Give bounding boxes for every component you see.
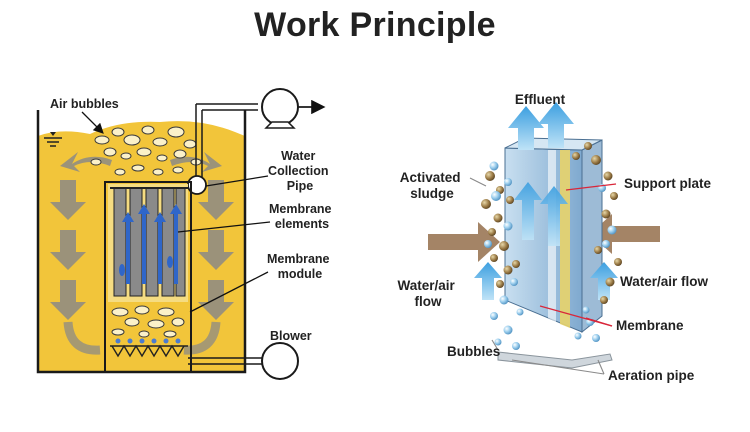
left-inflow-arrow [428, 222, 500, 262]
water-level-symbol [44, 132, 62, 147]
membrane-module-frame [104, 181, 192, 373]
right-membrane-3d-diagram: Effluent Activated sludge Support plate … [397, 92, 711, 383]
gray-leader-lines [469, 177, 605, 375]
left-mbr-tank-diagram: Air bubbles Water Collection Pipe Membra… [36, 88, 335, 380]
pump-icon [261, 88, 299, 126]
label-membrane-elements: Membrane elements [269, 202, 335, 231]
plate-flow-arrows [514, 182, 568, 246]
blower-pipe [188, 357, 262, 365]
membrane-blue-flow-arrows [119, 204, 182, 284]
label-water-air-flow-left: Water/air flow [397, 278, 458, 309]
aeration-pipe-shape [497, 351, 613, 369]
left-leader-lines [81, 111, 271, 313]
effluent-arrows [508, 102, 574, 150]
right-leader-lines [539, 183, 617, 327]
support-plate-stripe [560, 150, 570, 328]
label-air-bubbles: Air bubbles [50, 97, 119, 111]
label-membrane: Membrane [616, 318, 684, 333]
label-blower: Blower [270, 329, 312, 343]
label-effluent: Effluent [515, 92, 566, 107]
label-activated-sludge: Activated sludge [400, 170, 465, 201]
blower-icon [261, 342, 299, 380]
top-air-bubbles [90, 125, 202, 176]
circulation-arrows-right [198, 180, 234, 320]
label-water-collection-pipe: Water Collection Pipe [268, 149, 332, 193]
label-bubbles: Bubbles [447, 344, 500, 359]
label-water-air-flow-right: Water/air flow [620, 274, 709, 289]
label-membrane-module: Membrane module [267, 252, 333, 281]
aerator-diffuser [110, 338, 188, 358]
activated-sludge-particles [481, 142, 622, 304]
collection-pipe [195, 103, 258, 182]
module-air-bubbles [111, 305, 185, 338]
bottom-curved-arrows [63, 321, 221, 355]
label-support-plate: Support plate [624, 176, 711, 191]
page-title: Work Principle [254, 6, 496, 44]
label-aeration-pipe: Aeration pipe [608, 368, 695, 383]
circulation-arrows-left [50, 180, 86, 320]
water-air-flow-arrows [474, 262, 618, 300]
